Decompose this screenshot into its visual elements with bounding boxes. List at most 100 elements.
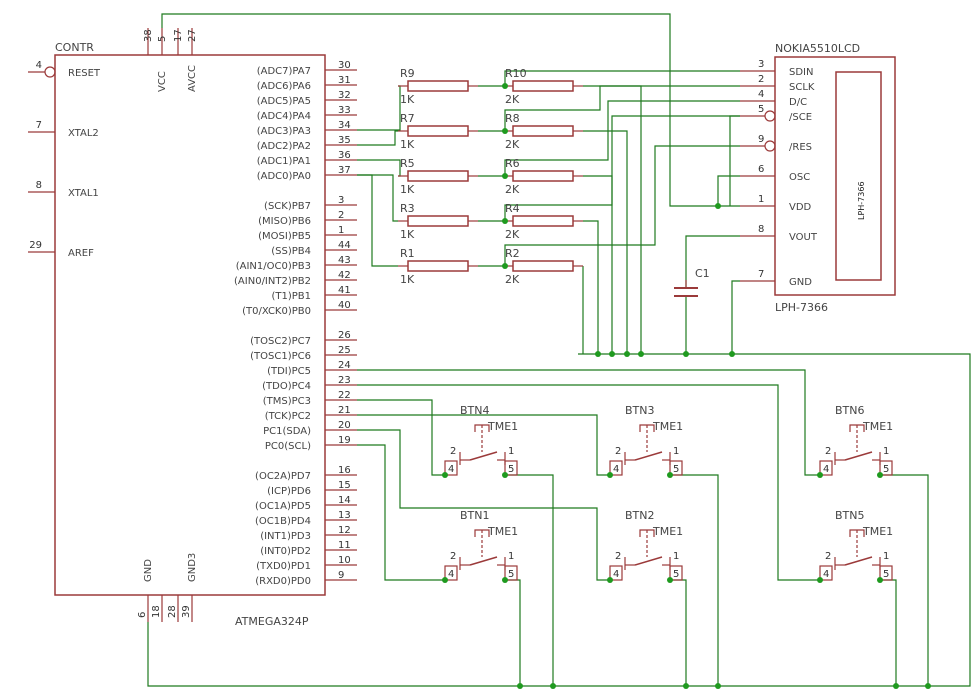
lcd-inversion-bubble	[764, 110, 776, 122]
pin-label: (SCK)PB7	[264, 201, 311, 212]
wire-dc	[504, 100, 740, 176]
wire-vcc	[161, 13, 740, 207]
junction-dot	[683, 683, 689, 689]
pin-number: 2	[758, 74, 764, 85]
pin-number: 3	[338, 195, 344, 206]
lcd-inner-label: LPH-7366	[857, 181, 866, 220]
resistor-r9	[407, 80, 469, 92]
junction-dot	[729, 351, 735, 357]
wire-btn5-gnd	[880, 579, 897, 686]
labels: CONTRATMEGA324P4RESET7XTAL28XTAL129AREF3…	[29, 29, 893, 628]
junction-dot	[715, 683, 721, 689]
pin-number: 3	[758, 59, 764, 70]
pin-number: 39	[181, 605, 192, 618]
resistor-value: 2K	[505, 273, 520, 286]
pin-number: 8	[758, 224, 764, 235]
resistor-value: 1K	[400, 273, 415, 286]
wire-sce-vdd	[729, 115, 740, 206]
pin-number: 32	[338, 90, 351, 101]
pin-label: (TDI)PC5	[267, 366, 311, 377]
pin-label: (ADC6)PA6	[257, 81, 311, 92]
pin-label: (OC1B)PD4	[255, 516, 311, 527]
pin-number: 6	[758, 164, 764, 175]
pin-label: OSC	[789, 172, 810, 183]
button-name: BTN4	[460, 404, 490, 417]
pin-label: (TMS)PC3	[263, 396, 311, 407]
pin-label: (ADC2)PA2	[257, 141, 311, 152]
pin-label: (OC2A)PD7	[255, 471, 311, 482]
lcd-name-label: NOKIA5510LCD	[775, 42, 860, 55]
resistor-name: R9	[400, 67, 415, 80]
pin-label: (ADC3)PA3	[257, 126, 311, 137]
resistor-value: 1K	[400, 183, 415, 196]
pin-label: (TCK)PC2	[265, 411, 311, 422]
junction-dot	[502, 472, 508, 478]
wire-btn1-gnd	[505, 579, 521, 686]
junction-dot	[683, 351, 689, 357]
pin-number: 13	[338, 510, 351, 521]
wire-pa4	[357, 85, 401, 131]
button-pin-number: 1	[883, 446, 889, 457]
resistor-name: R7	[400, 112, 415, 125]
resistor-r10	[512, 80, 574, 92]
pin-number: 23	[338, 375, 351, 386]
junction-dot	[607, 472, 613, 478]
button-terminal	[669, 565, 683, 581]
button-pin-number: 4	[823, 464, 829, 475]
resistor-r4	[512, 215, 574, 227]
button-terminal	[819, 565, 833, 581]
pin-label: (OC1A)PD5	[255, 501, 311, 512]
pin-label: /RES	[789, 142, 812, 153]
wire-lcd-gnd	[731, 280, 740, 354]
pin-label: (MOSI)PB5	[258, 231, 311, 242]
wire-pc2-btn3	[357, 414, 610, 476]
pin-number: 10	[338, 555, 351, 566]
pin-label: (RXD0)PD0	[255, 576, 311, 587]
pin-label: SDIN	[789, 67, 813, 78]
pin-label: (ADC4)PA4	[257, 111, 311, 122]
wire-pc0-btn1	[357, 444, 445, 581]
pin-number: 19	[338, 435, 351, 446]
wire-pa3	[357, 130, 398, 146]
button-terminal	[504, 460, 518, 476]
button-pin-number: 4	[613, 464, 619, 475]
junction-dot	[817, 577, 823, 583]
button-pin-number: 4	[448, 569, 454, 580]
pin-number: 42	[338, 270, 351, 281]
pin-number: 36	[338, 150, 351, 161]
resistor-name: R3	[400, 202, 415, 215]
button-pin-number: 2	[825, 551, 831, 562]
button-contact	[844, 556, 873, 566]
pin-label: (INT0)PD2	[260, 546, 311, 557]
junctions	[442, 83, 931, 689]
button-pin-number: 2	[450, 551, 456, 562]
pin-number: 15	[338, 480, 351, 491]
wire-pa1	[357, 159, 401, 177]
resistor-value: 1K	[400, 93, 415, 106]
resistor-name: R4	[505, 202, 520, 215]
junction-dot	[925, 683, 931, 689]
pin-label: (AIN0/INT2)PB2	[234, 276, 311, 287]
pin-number: 35	[338, 135, 351, 146]
button-type: TME1	[487, 420, 518, 433]
pin-label: (TDO)PC4	[262, 381, 311, 392]
pin-number: 18	[151, 605, 162, 618]
button-type: TME1	[487, 525, 518, 538]
button-type: TME1	[862, 420, 893, 433]
button-pin-number: 1	[673, 551, 679, 562]
button-pin-number: 2	[615, 551, 621, 562]
pin-number: 31	[338, 75, 351, 86]
button-name: BTN2	[625, 509, 655, 522]
pin-number: 17	[173, 29, 184, 42]
pin-label: GND	[789, 277, 812, 288]
pin-number: 33	[338, 105, 351, 116]
button-terminal	[609, 565, 623, 581]
pin-number: 4	[758, 89, 764, 100]
pin-label: (TOSC2)PC7	[250, 336, 311, 347]
pin-number: 26	[338, 330, 351, 341]
pin-label: (AIN1/OC0)PB3	[236, 261, 311, 272]
junction-dot	[502, 577, 508, 583]
button-terminal	[609, 460, 623, 476]
button-pin-number: 5	[508, 464, 514, 475]
